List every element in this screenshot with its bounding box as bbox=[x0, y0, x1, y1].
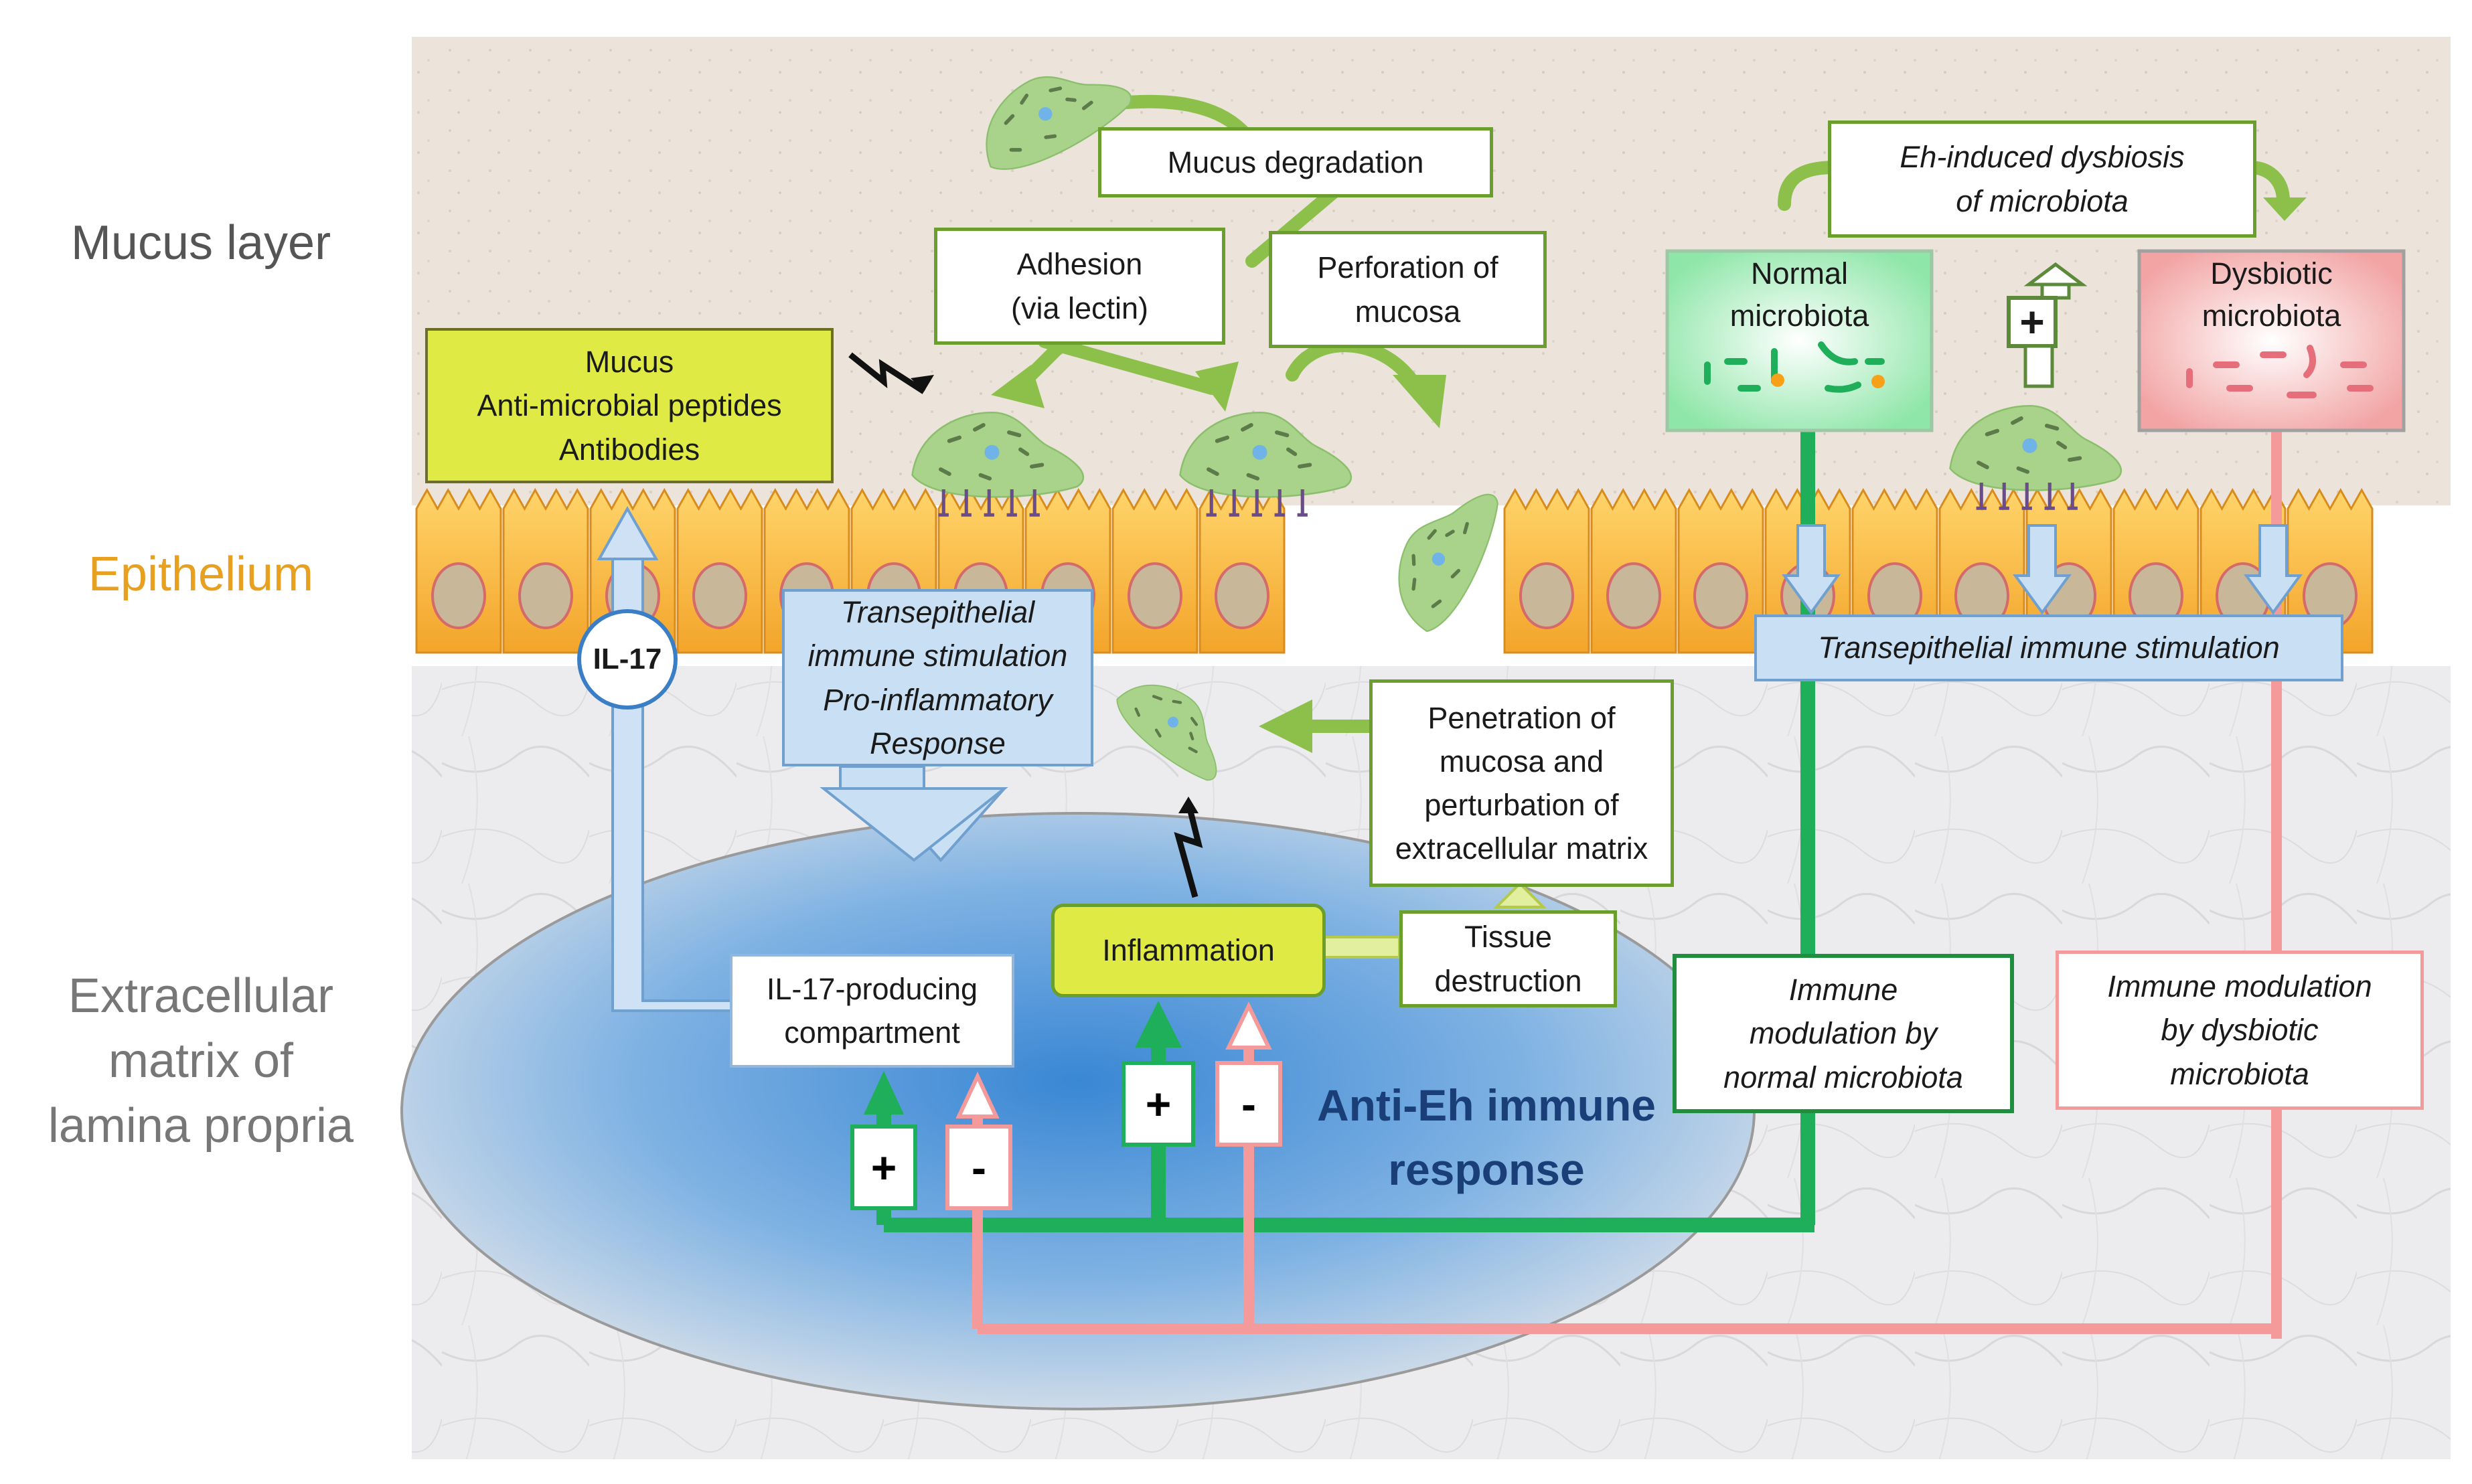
pink-arrowhead-inflammation bbox=[1225, 1001, 1272, 1050]
label-ecm-line1: Extracellular bbox=[68, 969, 334, 1023]
adhesion-box: Adhesion (via lectin) bbox=[934, 228, 1225, 345]
epithelial-cell bbox=[1851, 487, 1938, 654]
plus-up-arrow bbox=[2007, 262, 2088, 388]
tissue-destruction-box: Tissue destruction bbox=[1399, 910, 1617, 1007]
modulation-dysbiotic-box: Immune modulation by dysbiotic microbiot… bbox=[2056, 951, 2424, 1110]
normal-microbiota-label: Normal microbiota bbox=[1667, 251, 1932, 338]
normal-bacteria-dots bbox=[1771, 374, 1885, 388]
inflammation-box: Inflammation bbox=[1051, 904, 1326, 997]
green-arrowhead-inflammation bbox=[1135, 1001, 1182, 1048]
il17-compartment-box: IL-17-producing compartment bbox=[730, 954, 1014, 1068]
defense-line1: Mucus bbox=[585, 345, 674, 380]
normal-microbiota-line2: microbiota bbox=[1729, 299, 1869, 333]
adhesion-line1: Adhesion bbox=[1016, 247, 1143, 282]
label-mucus-layer: Mucus layer bbox=[70, 216, 331, 270]
penetration-box: Penetration of mucosa and perturbation o… bbox=[1369, 679, 1674, 887]
label-ecm-line2: matrix of bbox=[108, 1034, 294, 1088]
plus-symbol-microbiota: + bbox=[2019, 298, 2045, 346]
epithelial-cell bbox=[415, 487, 502, 654]
right-stimulation-arrows bbox=[1782, 524, 2303, 615]
transepithelial-down-arrow-head bbox=[820, 787, 1008, 862]
defense-line3: Antibodies bbox=[558, 432, 700, 467]
epithelial-cell bbox=[2112, 487, 2199, 654]
mucus-degradation-box: Mucus degradation bbox=[1098, 127, 1493, 197]
normal-microbiota-box bbox=[1665, 249, 1934, 432]
dysbiosis-box: Eh-induced dysbiosis of microbiota bbox=[1828, 120, 2256, 238]
modulation-dysbiotic-line1: Immune modulation bbox=[2107, 969, 2372, 1004]
epithelial-cell bbox=[1938, 487, 2025, 654]
green-arrowhead-compartment bbox=[864, 1071, 904, 1115]
penetration-line3: perturbation of bbox=[1424, 788, 1619, 822]
il17-compartment-line1: IL-17-producing bbox=[766, 971, 978, 1006]
epithelial-cell bbox=[1503, 487, 1590, 654]
immune-response-label: Anti-Eh immune response bbox=[1292, 1071, 1681, 1205]
il17-badge: IL-17 bbox=[577, 609, 678, 710]
modulation-dysbiotic-line2: by dysbiotic bbox=[2161, 1013, 2319, 1048]
epithelial-cell bbox=[1199, 487, 1286, 654]
tissue-up-arrow bbox=[1493, 882, 1547, 908]
epithelial-cell bbox=[1677, 487, 1764, 654]
transepithelial-left-line4: Response bbox=[870, 726, 1006, 760]
label-epithelium: Epithelium bbox=[88, 548, 314, 601]
perforation-box: Perforation of mucosa bbox=[1269, 231, 1547, 348]
arrowhead-adhesion bbox=[991, 365, 1045, 408]
modulation-normal-line3: normal microbiota bbox=[1723, 1060, 1963, 1094]
transepithelial-left-line3: Pro-inflammatory bbox=[823, 682, 1053, 717]
dysbiotic-microbiota-line2: microbiota bbox=[2201, 299, 2341, 333]
normal-microbiota-line1: Normal bbox=[1750, 256, 1849, 291]
immune-response-line1: Anti-Eh immune bbox=[1317, 1080, 1656, 1131]
dysbiotic-microbiota-box bbox=[2137, 249, 2406, 432]
perforation-line1: Perforation of bbox=[1317, 250, 1498, 285]
lightning-bolt-inflammation bbox=[1174, 802, 1203, 898]
dysbiotic-microbiota-label: Dysbiotic microbiota bbox=[2139, 251, 2404, 338]
transepithelial-left-line1: Transepithelial bbox=[840, 595, 1035, 629]
plus-sign-inflammation: + bbox=[1122, 1061, 1195, 1147]
arrowhead-penetration bbox=[1259, 699, 1312, 753]
normal-bacteria bbox=[1704, 341, 1885, 393]
arrowhead-perforation bbox=[1393, 375, 1446, 428]
label-ecm-line3: lamina propria bbox=[48, 1099, 354, 1153]
epithelial-cell bbox=[1111, 487, 1199, 654]
dysbiosis-line2: of microbiota bbox=[1956, 183, 2129, 218]
minus-sign-compartment: - bbox=[945, 1125, 1012, 1210]
pink-arrowhead-compartment bbox=[955, 1071, 1000, 1119]
arrowhead-adhesion2 bbox=[1195, 361, 1239, 412]
arrowhead-dysbiosis bbox=[2263, 197, 2307, 221]
penetration-line1: Penetration of bbox=[1427, 700, 1616, 735]
lightning-bolt-defense bbox=[848, 352, 926, 394]
dysbiotic-bacteria bbox=[2186, 345, 2374, 398]
minus-sign-inflammation: - bbox=[1215, 1061, 1282, 1147]
dysbiotic-microbiota-line1: Dysbiotic bbox=[2210, 256, 2333, 291]
transepithelial-right-box: Transepithelial immune stimulation bbox=[1754, 614, 2343, 681]
il17-compartment-line2: compartment bbox=[784, 1015, 960, 1050]
epithelial-cell bbox=[1590, 487, 1677, 654]
label-ecm: Extracellular matrix of lamina propria bbox=[13, 964, 388, 1159]
modulation-normal-line1: Immune bbox=[1788, 973, 1898, 1007]
perforation-line2: mucosa bbox=[1355, 294, 1461, 329]
defense-line2: Anti-microbial peptides bbox=[477, 388, 782, 423]
tissue-destruction-line1: Tissue bbox=[1464, 920, 1552, 955]
transepithelial-left-line2: immune stimulation bbox=[807, 639, 1068, 673]
transepithelial-left-box: Transepithelial immune stimulation Pro-i… bbox=[782, 589, 1093, 766]
epithelial-cell bbox=[502, 487, 589, 654]
immune-response-line2: response bbox=[1388, 1145, 1585, 1194]
epithelial-cell bbox=[676, 487, 763, 654]
defense-box: Mucus Anti-microbial peptides Antibodies bbox=[425, 328, 834, 483]
modulation-normal-box: Immune modulation by normal microbiota bbox=[1673, 954, 2014, 1113]
tissue-destruction-line2: destruction bbox=[1434, 963, 1582, 998]
adhesion-line2: (via lectin) bbox=[1010, 291, 1149, 325]
penetration-line2: mucosa and bbox=[1439, 744, 1604, 778]
penetration-line4: extracellular matrix bbox=[1395, 831, 1648, 866]
plus-sign-compartment: + bbox=[850, 1125, 917, 1210]
inflammation-tissue-connector bbox=[1318, 936, 1401, 959]
dysbiosis-line1: Eh-induced dysbiosis bbox=[1900, 140, 2185, 175]
modulation-dysbiotic-line3: microbiota bbox=[2170, 1056, 2309, 1091]
modulation-normal-line2: modulation by bbox=[1749, 1016, 1938, 1051]
